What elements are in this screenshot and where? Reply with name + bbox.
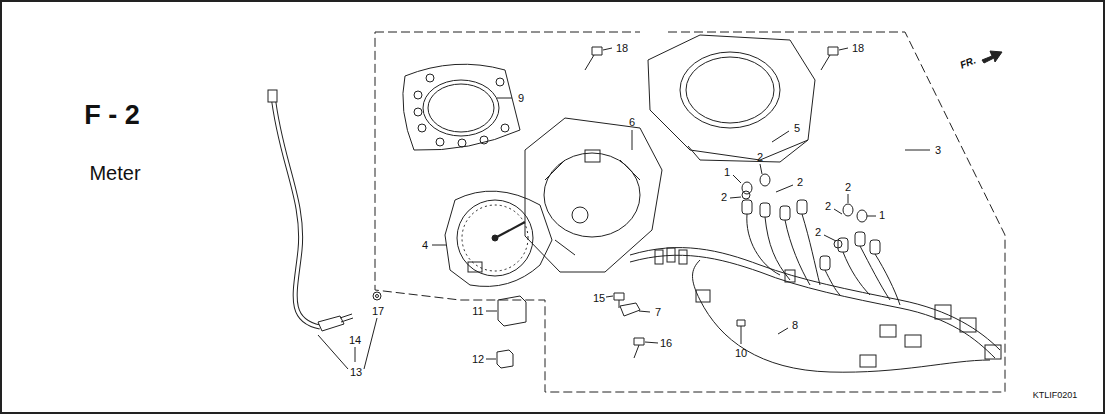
callout-number: 18 [616,43,628,54]
callout-number: 6 [629,117,635,128]
callout-number: 1 [724,167,730,178]
callout-number: 18 [852,43,864,54]
callout-number: 2 [845,182,851,193]
callout-number: 2 [721,192,727,203]
meter-cover [648,35,815,162]
callout-number: 2 [797,177,803,188]
callout-number: 2 [815,227,821,238]
wire-harness [630,214,1001,372]
callout-number: 8 [792,320,798,331]
callout-number: 16 [660,338,672,349]
small-parts [497,293,745,368]
leader-line [318,48,930,369]
assembly-outline [375,32,1005,392]
callout-number: 11 [472,306,483,317]
meter-dial [445,191,552,286]
callout-number: 13 [350,367,362,378]
callout-number: 1 [879,210,885,221]
meter-ring [403,64,520,150]
callout-number: 14 [349,335,361,346]
callout-number: 4 [422,240,428,251]
front-arrow [982,51,1002,63]
callout-number: 2 [757,152,763,163]
callout-number: 3 [935,145,941,156]
callout-number: 15 [593,293,605,304]
section-title: F - 2 [84,102,140,129]
section-name: Meter [89,163,140,183]
meter-case [525,118,662,272]
direction-label: FR. [959,55,978,70]
callout-number: 2 [825,201,831,212]
bulb-socket [742,174,880,270]
callout-number: 5 [794,123,800,134]
callout-number: 7 [655,307,661,318]
callout-number: 12 [472,354,484,365]
callout-number: 10 [735,348,747,359]
callout-number: 9 [518,93,524,104]
callout-number: 17 [372,306,384,317]
drawing-code: KTLIF0201 [1033,391,1078,400]
speedometer-cable [268,90,381,331]
